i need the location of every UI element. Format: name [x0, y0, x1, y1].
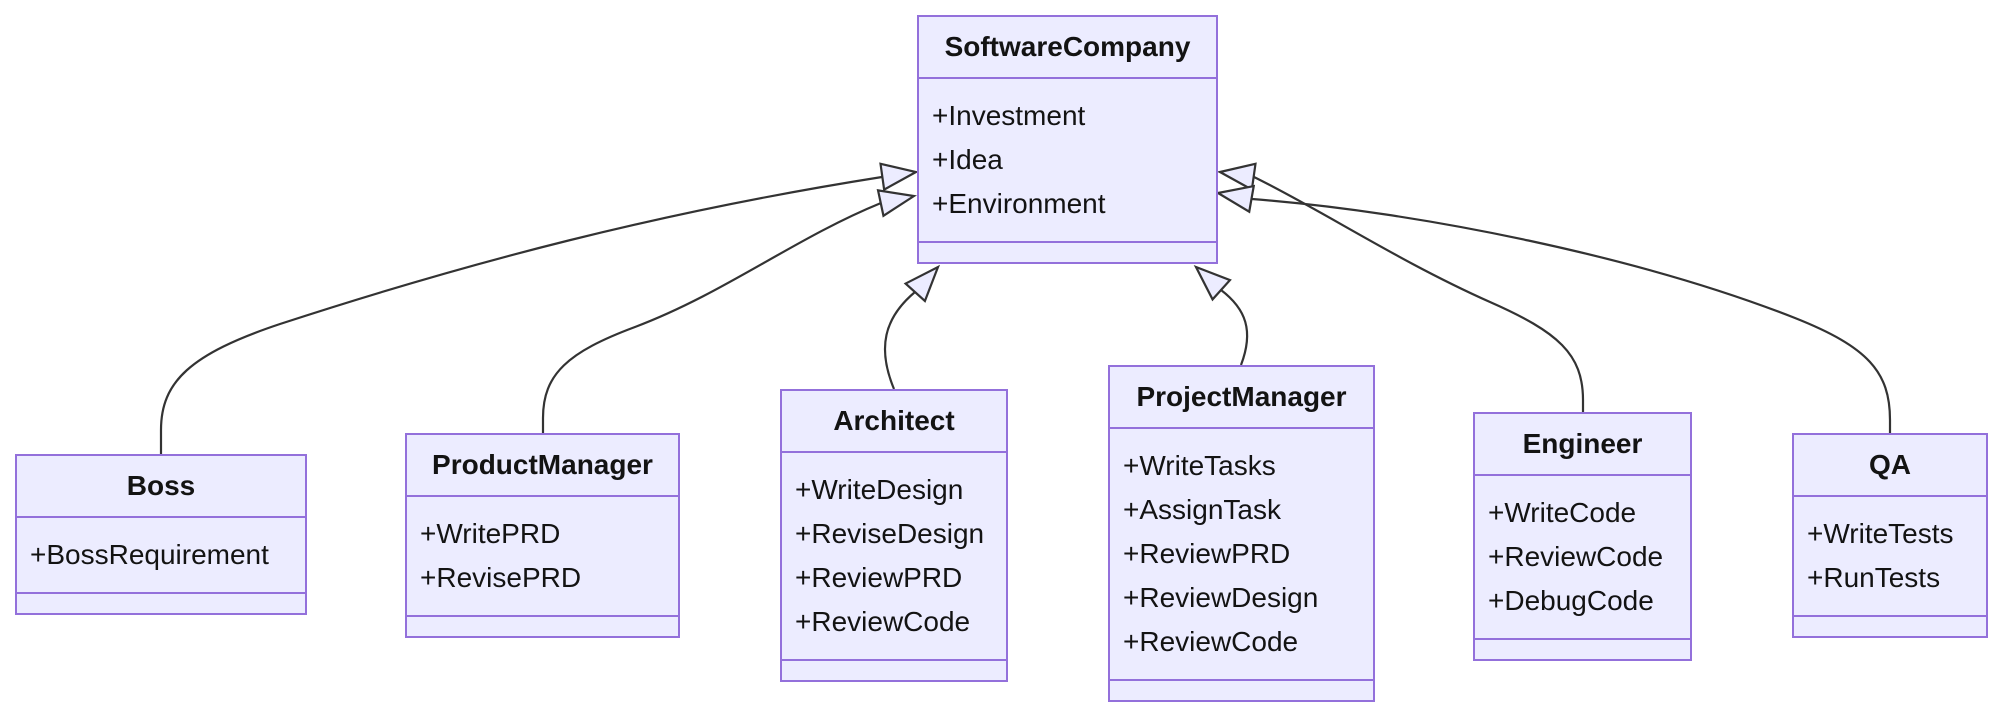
- class-methods-section-empty: [1475, 640, 1690, 659]
- class-attribute: +ReviewDesign: [1123, 582, 1319, 613]
- class-methods-section-empty: [17, 594, 305, 613]
- class-attribute: +RunTests: [1807, 562, 1941, 593]
- class-title: ProductManager: [407, 435, 678, 497]
- class-attributes-section: +BossRequirement: [17, 518, 305, 594]
- class-attribute: +RevisePRD: [420, 562, 582, 593]
- class-attribute: +WriteTests: [1807, 518, 1954, 549]
- class-attribute: +ReviewCode: [795, 606, 971, 637]
- class-methods-section-empty: [407, 617, 678, 636]
- edge-ProductManager-to-SoftwareCompany: [541, 201, 882, 433]
- edge-QA-to-SoftwareCompany: [1251, 197, 1892, 433]
- inheritance-arrowhead: [879, 162, 920, 192]
- class-title: ProjectManager: [1110, 367, 1373, 429]
- class-box-ProductManager: ProductManager +WritePRD +RevisePRD: [405, 433, 680, 638]
- inheritance-arrowhead: [1214, 184, 1256, 214]
- inheritance-arrowhead: [1193, 264, 1232, 302]
- class-box-ProjectManager: ProjectManager +WriteTasks +AssignTask +Rev…: [1108, 365, 1375, 702]
- class-attribute: +WriteTasks: [1123, 450, 1276, 481]
- class-box-SoftwareCompany: SoftwareCompany +Investment +Idea +Environm…: [917, 15, 1218, 264]
- class-attribute: +ReviewPRD: [1123, 538, 1291, 569]
- class-attribute: +ReviewCode: [1488, 541, 1664, 572]
- class-box-QA: QA +WriteTests +RunTests: [1792, 433, 1988, 638]
- class-attributes-section: +WriteTests +RunTests: [1794, 497, 1986, 617]
- edge-Architect-to-SoftwareCompany: [883, 291, 916, 390]
- class-attribute: +WriteCode: [1488, 497, 1637, 528]
- inheritance-arrowhead: [876, 189, 918, 218]
- class-methods-section-empty: [919, 243, 1216, 262]
- class-attributes-section: +WriteTasks +AssignTask +ReviewPRD +ReviewD…: [1110, 429, 1373, 681]
- class-attributes-section: +WriteCode +ReviewCode +DebugCode: [1475, 476, 1690, 640]
- edge-ProjectManager-to-SoftwareCompany: [1220, 289, 1249, 366]
- class-attributes-section: +WriteDesign +ReviseDesign +ReviewPRD +Revi…: [782, 453, 1006, 661]
- edge-Boss-to-SoftwareCompany: [159, 175, 883, 454]
- class-methods-section-empty: [782, 661, 1006, 680]
- inheritance-arrowhead: [1216, 162, 1257, 192]
- class-attribute: +ReviewPRD: [795, 562, 963, 593]
- class-attribute: +AssignTask: [1123, 494, 1281, 525]
- class-attribute: +Idea: [932, 144, 1003, 175]
- class-title: SoftwareCompany: [919, 17, 1216, 79]
- class-attributes-section: +WritePRD +RevisePRD: [407, 497, 678, 617]
- class-attributes-section: +Investment +Idea +Environment: [919, 79, 1216, 243]
- class-attribute: +BossRequirement: [30, 539, 269, 570]
- class-attribute: +ReviseDesign: [795, 518, 985, 549]
- class-attribute: +WriteDesign: [795, 474, 964, 505]
- class-box-Boss: Boss +BossRequirement: [15, 454, 307, 615]
- class-attribute: +ReviewCode: [1123, 626, 1299, 657]
- class-title: Boss: [17, 456, 305, 518]
- class-methods-section-empty: [1794, 617, 1986, 636]
- class-attribute: +Investment: [932, 100, 1086, 131]
- class-attribute: +Environment: [932, 188, 1106, 219]
- class-title: Engineer: [1475, 414, 1690, 476]
- class-attribute: +WritePRD: [420, 518, 561, 549]
- class-methods-section-empty: [1110, 681, 1373, 700]
- class-box-Architect: Architect +WriteDesign +ReviseDesign +Revie…: [780, 389, 1008, 682]
- class-title: QA: [1794, 435, 1986, 497]
- class-box-Engineer: Engineer +WriteCode +ReviewCode +DebugCode: [1473, 412, 1692, 661]
- edge-Engineer-to-SoftwareCompany: [1253, 176, 1585, 412]
- inheritance-arrowhead: [903, 264, 941, 303]
- class-title: Architect: [782, 391, 1006, 453]
- class-attribute: +DebugCode: [1488, 585, 1654, 616]
